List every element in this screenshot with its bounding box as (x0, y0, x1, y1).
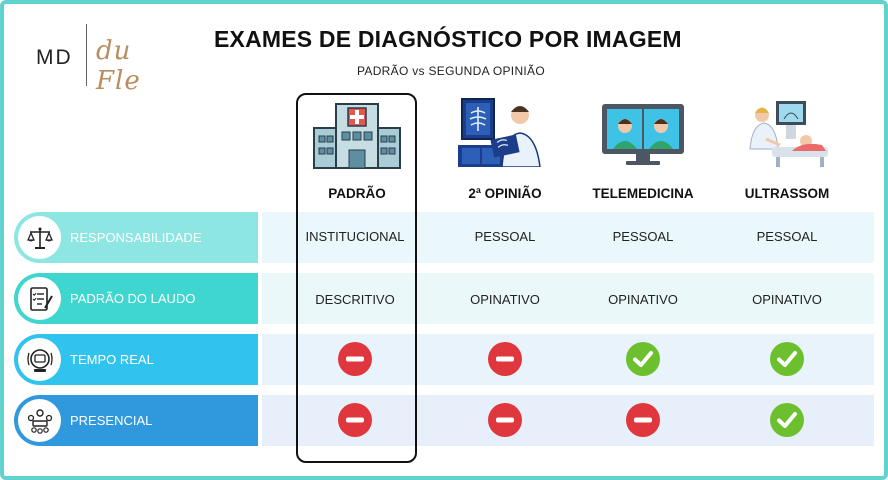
radiologist-icon (458, 98, 541, 167)
cell-responsabilidade-segunda: PESSOAL (474, 229, 536, 244)
column-header-padrao: PADRÃO (328, 186, 386, 201)
page-subtitle: PADRÃO vs SEGUNDA OPINIÃO (357, 64, 545, 78)
ultrasound-exam-icon (749, 101, 828, 167)
telemedicine-monitor-icon (602, 104, 684, 165)
minus-icon (338, 403, 372, 437)
minus-icon (488, 403, 522, 437)
page-title: EXAMES DE DIAGNÓSTICO POR IMAGEM (214, 26, 682, 52)
meeting-people-icon (18, 399, 61, 442)
logo: MD du Fle (36, 18, 176, 96)
column-header-ultrassom: ULTRASSOM (744, 186, 830, 201)
cell-laudo-telemedicina: OPINATIVO (608, 292, 678, 307)
row-label-responsabilidade: RESPONSABILIDADE (14, 212, 258, 263)
check-icon (626, 342, 660, 376)
cell-responsabilidade-ultrassom: PESSOAL (756, 229, 818, 244)
minus-icon (626, 403, 660, 437)
column-header-telemedicina: TELEMEDICINA (592, 186, 694, 201)
column-header-segunda-opiniao: 2ª OPINIÃO (468, 186, 542, 201)
cell-responsabilidade-telemedicina: PESSOAL (612, 229, 674, 244)
row-band-2 (262, 273, 874, 324)
row-label-text: PRESENCIAL (70, 413, 153, 428)
cell-responsabilidade-padrao: INSTITUCIONAL (305, 229, 405, 244)
realtime-monitor-icon (18, 338, 61, 381)
hospital-icon (313, 103, 401, 169)
scales-icon (18, 216, 61, 259)
check-icon (770, 403, 804, 437)
row-band-1 (262, 212, 874, 263)
row-label-text: PADRÃO DO LAUDO (70, 291, 196, 306)
logo-script: du Fle (96, 36, 141, 96)
cell-laudo-segunda: OPINATIVO (470, 292, 540, 307)
minus-icon (338, 342, 372, 376)
report-checklist-icon (18, 277, 61, 320)
logo-divider (86, 24, 87, 86)
row-label-text: RESPONSABILIDADE (70, 230, 202, 245)
minus-icon (488, 342, 522, 376)
cell-laudo-padrao: DESCRITIVO (315, 292, 395, 307)
highlighted-column-frame (296, 93, 417, 463)
check-icon (770, 342, 804, 376)
row-label-tempo-real: TEMPO REAL (14, 334, 258, 385)
cell-laudo-ultrassom: OPINATIVO (752, 292, 822, 307)
row-label-text: TEMPO REAL (70, 352, 154, 367)
row-label-presencial: PRESENCIAL (14, 395, 258, 446)
logo-initials: MD (36, 46, 73, 69)
row-label-padrao-laudo: PADRÃO DO LAUDO (14, 273, 258, 324)
